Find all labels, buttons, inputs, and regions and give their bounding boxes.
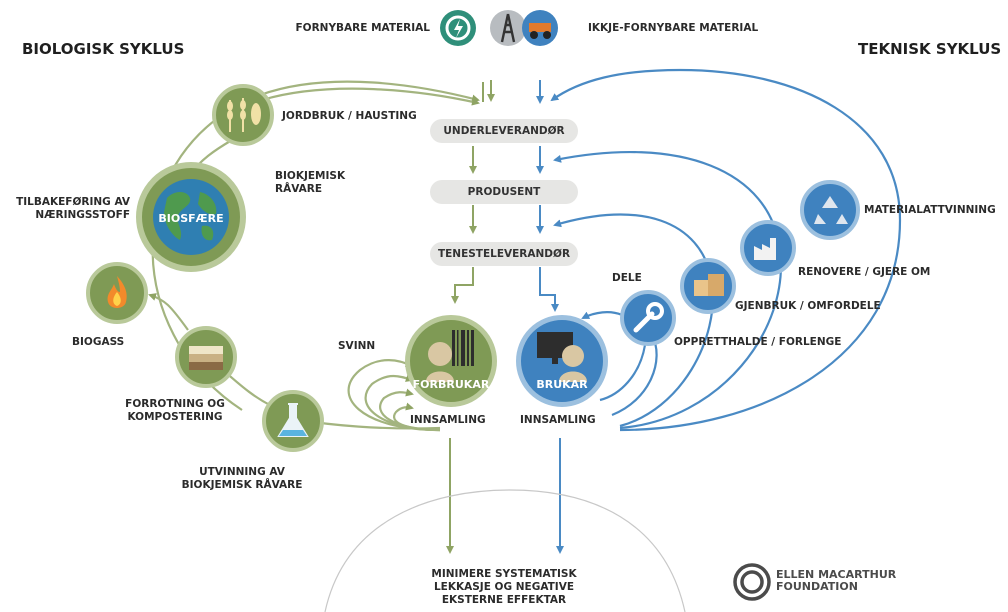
consumer-label: FORBRUKAR xyxy=(412,378,490,391)
parts-manufacturer-pill: UNDERLEVERANDØR xyxy=(430,119,578,143)
biosphere-node: BIOSFÆRE xyxy=(136,162,246,272)
biological-cycle-title: BIOLOGISK SYKLUS xyxy=(22,40,185,58)
user-node: BRUKAR xyxy=(516,315,608,407)
maintain-label: OPPRETTHALDE / FORLENGE xyxy=(674,336,842,348)
soil-layers-icon xyxy=(189,346,223,370)
user-computer-icon xyxy=(537,332,587,382)
arrow-user-to-maintain xyxy=(599,344,647,402)
recycle-node xyxy=(800,180,860,240)
farming-node xyxy=(212,84,274,146)
extraction-node xyxy=(262,390,324,452)
consumer-barcode-icon xyxy=(426,330,474,382)
biogas-node xyxy=(86,262,148,324)
foundation-logo-icon xyxy=(733,563,771,601)
product-manufacturer-pill: PRODUSENT xyxy=(430,180,578,204)
arrow-composting-to-biogas xyxy=(148,293,189,331)
farming-label: JORDBRUK / HAUSTING xyxy=(282,110,417,122)
svinn-loop-4 xyxy=(393,402,441,432)
recycle-label: MATERIALATTVINNING xyxy=(864,204,996,216)
globe-icon xyxy=(153,179,229,255)
foundation-logo: ELLEN MACARTHUR FOUNDATION xyxy=(732,562,932,602)
composting-node xyxy=(175,326,237,388)
boxes-icon xyxy=(694,274,724,296)
biosphere-boundary-arc xyxy=(324,489,686,612)
biogas-label: BIOGASS xyxy=(72,336,125,348)
logo-line1: ELLEN MACARTHUR xyxy=(776,568,897,581)
recycle-icon xyxy=(814,196,848,224)
technical-cycle-title: TEKNISK SYKLUS xyxy=(858,40,1002,58)
flame-icon xyxy=(107,276,127,308)
biosphere-label: BIOSFÆRE xyxy=(158,212,224,225)
consumer-node: FORBRUKAR xyxy=(405,315,497,407)
tech-collection-label: INNSAMLING xyxy=(520,414,596,426)
user-label: BRUKAR xyxy=(536,378,588,391)
share-label: DELE xyxy=(612,272,642,284)
wrench-icon xyxy=(633,302,664,333)
maintain-node xyxy=(620,290,676,346)
oil-rig-icon xyxy=(490,10,526,46)
bio-collection-label: INNSAMLING xyxy=(410,414,486,426)
arrow-recycle-loop xyxy=(550,68,902,432)
reuse-label: GJENBRUK / OMFORDELE xyxy=(735,300,881,312)
composting-label: FORROTNING OG KOMPOSTERING xyxy=(125,398,225,424)
mining-truck-icon xyxy=(522,10,558,46)
nonrenewable-materials-label: IKKJE-FORNYBARE MATERIAL xyxy=(588,22,759,34)
svinn-loop-1 xyxy=(347,359,441,432)
logo-line2: FOUNDATION xyxy=(776,580,858,594)
reuse-node xyxy=(680,258,736,314)
renewable-energy-icon xyxy=(440,10,476,46)
minimise-leakage-label: MINIMERE SYSTEMATISK LEKKASJE OG NEGATIV… xyxy=(431,568,577,607)
biochemical-feedstock-label: BIOKJEMISK RÅVARE xyxy=(275,170,346,196)
nutrient-return-label: TILBAKEFØRING AV NÆRINGSSTOFF xyxy=(16,196,130,222)
arrow-farming-to-parts xyxy=(261,87,480,106)
extraction-label: UTVINNING AV BIOKJEMISK RÅVARE xyxy=(181,466,303,492)
factory-icon xyxy=(754,238,776,260)
refurbish-label: RENOVERE / GJERE OM xyxy=(798,266,931,278)
arrow-share-loop xyxy=(581,311,623,319)
wheat-fish-icon xyxy=(227,98,261,132)
leakage-label: SVINN xyxy=(338,340,376,352)
service-provider-pill: TENESTELEVERANDØR xyxy=(430,242,578,266)
renewable-materials-label: FORNYBARE MATERIAL xyxy=(295,22,430,34)
refurbish-node xyxy=(740,220,796,276)
flask-icon xyxy=(277,403,309,437)
